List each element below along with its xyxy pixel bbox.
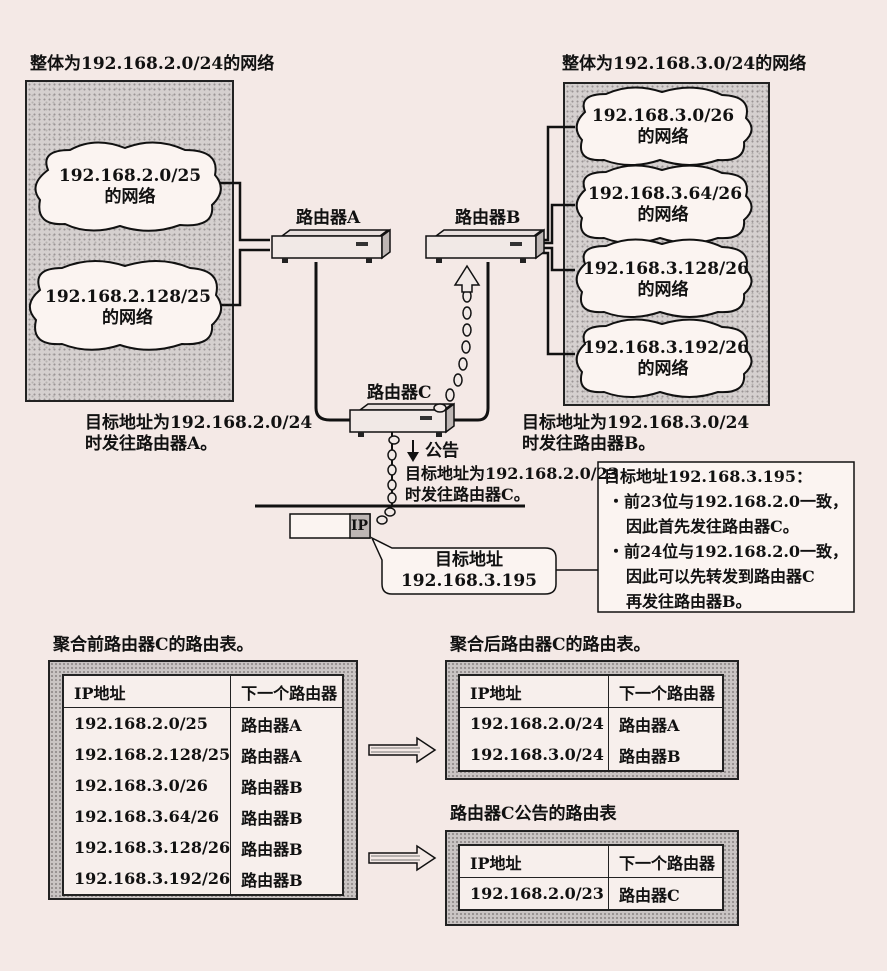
- decision-line-4: 因此可以先转发到路由器C: [626, 567, 815, 586]
- decision-title: 目标地址192.168.3.195：: [604, 467, 813, 486]
- cloud-192-168-3-192-26: [575, 318, 753, 398]
- router-b-label: 路由器B: [455, 208, 521, 228]
- router-a-label: 路由器A: [296, 208, 361, 228]
- announce-line-1: 目标地址为192.168.2.0/23: [405, 464, 619, 483]
- table-cell-ip: 192.168.2.0/23: [470, 884, 604, 903]
- table-before-header-next: 下一个路由器: [230, 675, 343, 708]
- table-after-header-next: 下一个路由器: [608, 675, 723, 708]
- subnet-left-1-suffix: 的网络: [104, 187, 156, 207]
- topology-diagram: [29, 86, 855, 613]
- subnet-right-4-cidr: 192.168.3.192/26: [583, 338, 749, 358]
- cloud-192-168-3-0-26: [575, 86, 753, 166]
- router-a-route-note-2: 时发往路由器A。: [85, 434, 218, 454]
- table-row: 192.168.2.128/25 路由器A: [63, 739, 343, 770]
- table-announced-title: 路由器C公告的路由表: [450, 804, 617, 824]
- table-cell-ip: 192.168.2.0/25: [74, 714, 208, 733]
- packet-ip-header: [349, 513, 371, 539]
- table-cell-next: 路由器A: [608, 707, 723, 739]
- cloud-192-168-2-128-25: [29, 259, 223, 351]
- router-a-device: [271, 228, 391, 263]
- arrow-to-after-icon: [368, 736, 437, 764]
- decision-box-frame: [597, 461, 855, 613]
- announce-path-dots: [433, 289, 472, 413]
- table-row: 192.168.3.0/24 路由器B: [459, 739, 723, 771]
- subnet-right-2-suffix: 的网络: [637, 205, 689, 225]
- table-cell-next: 路由器B: [230, 863, 343, 895]
- table-before-header-ip: IP地址: [63, 675, 231, 708]
- router-b-route-note-1: 目标地址为192.168.3.0/24: [522, 413, 750, 433]
- decision-line-5: 再发往路由器B。: [626, 592, 752, 611]
- cloud-192-168-2-0-25: [34, 141, 222, 232]
- table-cell-next: 路由器C: [608, 877, 723, 910]
- table-cell-ip: 192.168.3.64/26: [74, 807, 220, 826]
- table-cell-ip: 192.168.3.0/26: [74, 776, 208, 795]
- table-row: 192.168.2.0/23 路由器C: [459, 877, 723, 910]
- destination-callout: [370, 536, 557, 595]
- subnet-left-2-suffix: 的网络: [102, 308, 153, 328]
- table-cell-ip: 192.168.2.128/25: [74, 745, 231, 764]
- table-cell-next: 路由器B: [608, 739, 723, 771]
- router-b-device: [425, 228, 545, 263]
- table-cell-ip: 192.168.3.192/26: [74, 869, 231, 888]
- router-a-route-note-1: 目标地址为192.168.2.0/24: [85, 413, 313, 433]
- table-cell-ip: 192.168.3.0/24: [470, 745, 604, 764]
- packet-path-dots: [376, 435, 400, 525]
- cable-router-c-b: [440, 262, 490, 422]
- subnet-right-3-suffix: 的网络: [637, 280, 689, 300]
- cable-router-a-c: [314, 262, 352, 422]
- routing-table-before: IP地址 下一个路由器 192.168.2.0/25 路由器A 192.168.…: [62, 674, 344, 896]
- left-network-title: 整体为192.168.2.0/24的网络: [30, 54, 275, 74]
- table-after-header-ip: IP地址: [459, 675, 609, 708]
- decision-line-2: 因此首先发往路由器C。: [626, 517, 799, 536]
- table-row: 192.168.2.0/24 路由器A: [459, 707, 723, 739]
- subnet-right-1-suffix: 的网络: [637, 127, 689, 147]
- subnet-right-1-cidr: 192.168.3.0/26: [591, 106, 735, 126]
- announce-label: 公告: [425, 441, 459, 461]
- table-row: 192.168.2.0/25 路由器A: [63, 707, 343, 739]
- table-after-title: 聚合后路由器C的路由表。: [450, 635, 651, 655]
- table-row: 192.168.3.192/26 路由器B: [63, 863, 343, 895]
- router-c-device: [349, 402, 455, 437]
- subnet-left-1-cidr: 192.168.2.0/25: [58, 166, 202, 186]
- subnet-right-3-cidr: 192.168.3.128/26: [583, 259, 749, 279]
- router-b-route-note-2: 时发往路由器B。: [522, 434, 656, 454]
- table-cell-next: 路由器B: [230, 770, 343, 801]
- announce-down-arrow: [407, 452, 419, 462]
- callout-label: 目标地址: [435, 550, 503, 570]
- table-row: 192.168.3.64/26 路由器B: [63, 801, 343, 832]
- decision-line-3: ・前24位与192.168.2.0一致，: [608, 542, 849, 561]
- table-row: 192.168.3.0/26 路由器B: [63, 770, 343, 801]
- subnet-right-2-cidr: 192.168.3.64/26: [588, 184, 743, 204]
- arrow-to-announced-icon: [368, 844, 437, 872]
- table-row: 192.168.3.128/26 路由器B: [63, 832, 343, 863]
- table-cell-next: 路由器A: [230, 707, 343, 739]
- table-announced-header-next: 下一个路由器: [608, 845, 723, 878]
- cloud-192-168-3-128-26: [575, 238, 753, 318]
- routing-table-announced: IP地址 下一个路由器 192.168.2.0/23 路由器C: [458, 844, 724, 911]
- table-cell-next: 路由器B: [230, 832, 343, 863]
- right-network-title: 整体为192.168.3.0/24的网络: [562, 54, 807, 74]
- decision-box: 目标地址192.168.3.195： ・前23位与192.168.2.0一致， …: [604, 464, 848, 614]
- table-cell-next: 路由器A: [230, 739, 343, 770]
- announce-line-2: 时发往路由器C。: [405, 485, 530, 504]
- left-subnet-cables: [218, 181, 270, 307]
- subnet-right-4-suffix: 的网络: [637, 359, 689, 379]
- announce-arrow-head: [453, 264, 481, 293]
- table-cell-next: 路由器B: [230, 801, 343, 832]
- decision-line-1: ・前23位与192.168.2.0一致，: [608, 492, 849, 511]
- packet-ip-label: IP: [351, 518, 369, 534]
- router-c-label: 路由器C: [367, 383, 432, 403]
- table-cell-ip: 192.168.2.0/24: [470, 714, 604, 733]
- table-announced-header-ip: IP地址: [459, 845, 609, 878]
- subnet-left-2-cidr: 192.168.2.128/25: [45, 287, 211, 307]
- table-before-title: 聚合前路由器C的路由表。: [53, 635, 254, 655]
- callout-address: 192.168.3.195: [400, 571, 538, 591]
- routing-table-after: IP地址 下一个路由器 192.168.2.0/24 路由器A 192.168.…: [458, 674, 724, 772]
- cloud-192-168-3-64-26: [575, 164, 753, 244]
- table-cell-ip: 192.168.3.128/26: [74, 838, 231, 857]
